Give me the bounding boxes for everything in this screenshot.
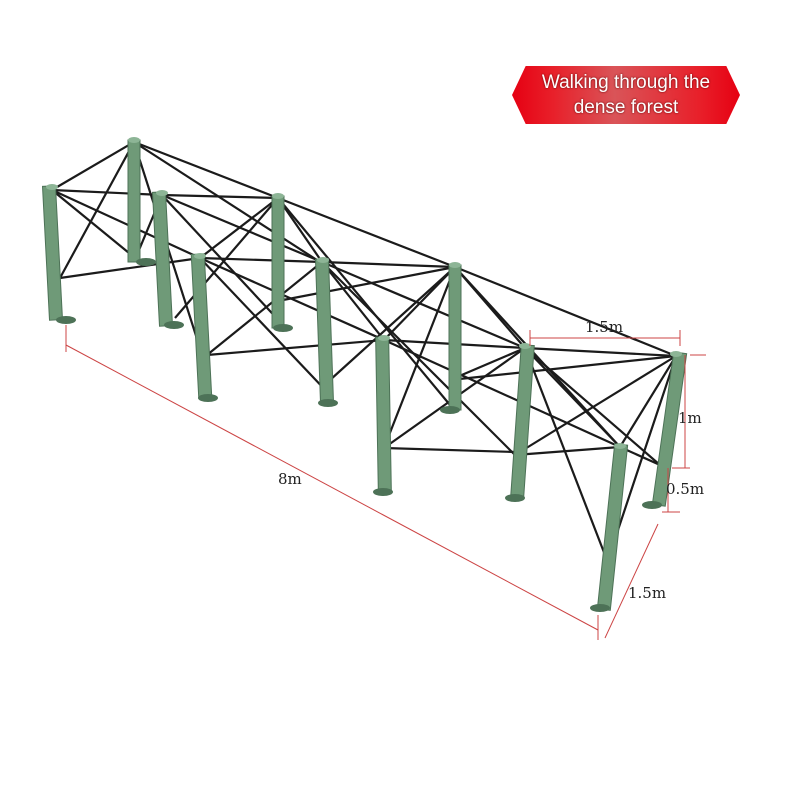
rope xyxy=(199,257,331,396)
side-width-dimension-line xyxy=(604,523,659,639)
length-label: 8m xyxy=(278,470,302,488)
rope xyxy=(161,194,284,326)
badge-line-1: Walking through the xyxy=(541,72,711,93)
rope xyxy=(161,193,323,264)
rope xyxy=(619,355,677,448)
rope xyxy=(454,265,677,358)
rope xyxy=(51,141,135,191)
rope xyxy=(133,141,321,263)
rope xyxy=(282,265,456,302)
lower-height-label: 0.5m xyxy=(666,480,704,498)
rope xyxy=(277,196,456,269)
rope xyxy=(59,141,135,279)
rope xyxy=(206,338,385,357)
rope xyxy=(383,446,516,454)
rope xyxy=(449,346,526,382)
rope xyxy=(382,266,457,449)
post xyxy=(505,343,535,502)
post xyxy=(642,351,688,509)
rope xyxy=(329,266,456,381)
rope xyxy=(514,445,621,457)
rope xyxy=(514,355,677,456)
rope xyxy=(524,347,621,448)
rope xyxy=(51,189,201,259)
upper-height-label: 1m xyxy=(678,409,702,427)
rope xyxy=(321,261,385,341)
post xyxy=(190,253,218,402)
post xyxy=(314,257,338,407)
rope xyxy=(523,347,607,556)
post xyxy=(440,262,462,414)
badge-line-2: dense forest xyxy=(573,97,679,118)
side-width-label: 1.5m xyxy=(628,584,666,602)
rope xyxy=(199,256,323,264)
dimension-lines xyxy=(65,325,706,640)
rope xyxy=(51,189,141,263)
rope xyxy=(133,140,279,200)
post xyxy=(271,193,293,332)
post xyxy=(590,443,629,612)
post xyxy=(373,335,393,496)
post xyxy=(41,184,76,324)
rope xyxy=(277,197,323,263)
rope xyxy=(321,260,526,350)
post xyxy=(127,137,156,266)
rope-network xyxy=(51,140,678,561)
rope xyxy=(277,197,451,406)
length-dimension-line xyxy=(65,344,599,631)
rope xyxy=(59,256,201,280)
rope xyxy=(383,338,621,449)
rope xyxy=(449,354,677,382)
post xyxy=(151,190,184,329)
rope xyxy=(199,197,279,259)
rope xyxy=(524,346,677,358)
title-badge: Walking through the dense forest xyxy=(512,66,740,124)
rope xyxy=(161,193,279,200)
rope xyxy=(383,266,456,341)
rope xyxy=(51,188,163,197)
posts xyxy=(41,137,688,612)
rope xyxy=(321,260,456,269)
top-width-label: 1.5m xyxy=(585,318,623,336)
rope xyxy=(206,261,323,356)
